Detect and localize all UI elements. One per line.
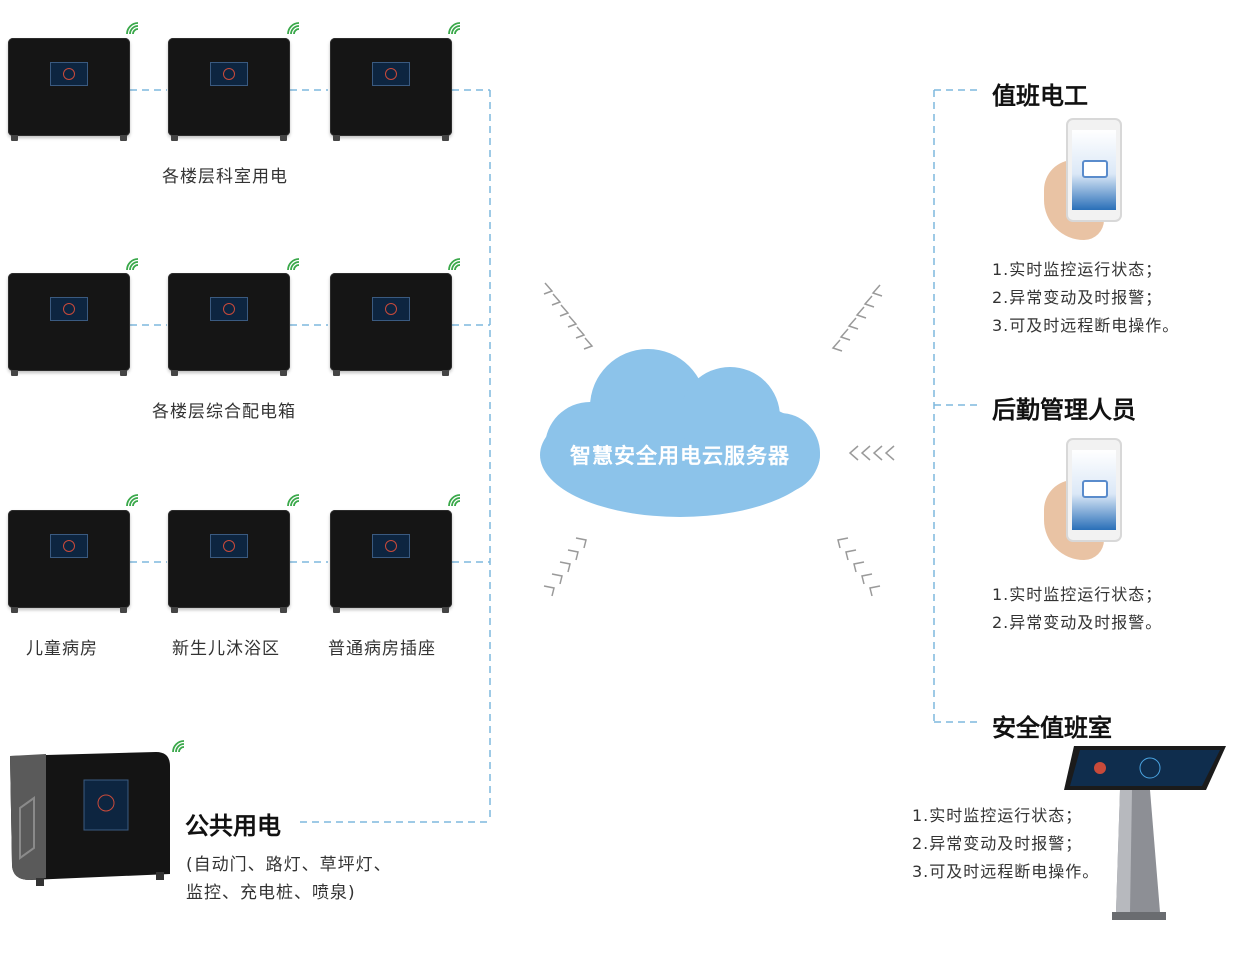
receiver-feature: 1.实时监控运行状态；	[912, 806, 1083, 825]
cloud-icon	[540, 349, 820, 517]
wifi-icon	[287, 22, 300, 35]
group-label-floor-distribution: 各楼层综合配电箱	[152, 402, 296, 422]
receiver-title-logistics-manager: 后勤管理人员	[992, 396, 1136, 424]
receiver-feature: 2.异常变动及时报警；	[912, 834, 1083, 853]
cabinet-screen	[210, 534, 248, 558]
cabinet-screen	[50, 62, 88, 86]
wifi-icon	[287, 494, 300, 507]
cabinet-r2-1	[8, 273, 130, 376]
wifi-icon	[126, 258, 139, 271]
wifi-icon	[126, 494, 139, 507]
label-general-ward-socket: 普通病房插座	[328, 639, 436, 659]
receiver-feature: 1.实时监控运行状态；	[992, 260, 1163, 279]
public-cabinet	[10, 752, 170, 886]
wifi-icon	[126, 22, 139, 35]
group-label-floor-dept: 各楼层科室用电	[162, 167, 288, 187]
cloud-label: 智慧安全用电云服务器	[570, 444, 790, 468]
cabinet-r2-2	[168, 273, 290, 376]
cabinet-screen	[372, 534, 410, 558]
receiver-title-security-room: 安全值班室	[992, 714, 1112, 742]
receiver-title-duty-electrician: 值班电工	[992, 82, 1088, 110]
wifi-icon	[287, 258, 300, 271]
cabinet-r2-3	[330, 273, 452, 376]
wifi-icon	[448, 22, 461, 35]
cabinet-screen	[50, 534, 88, 558]
wifi-icon	[448, 258, 461, 271]
cabinet-screen	[210, 297, 248, 321]
public-title: 公共用电	[185, 812, 281, 840]
receiver-feature: 2.异常变动及时报警；	[992, 288, 1163, 307]
receiver-feature: 3.可及时远程断电操作。	[912, 862, 1100, 881]
wifi-icon	[172, 740, 185, 753]
cabinet-screen	[50, 297, 88, 321]
public-desc-line2: 监控、充电桩、喷泉)	[186, 883, 356, 903]
cabinet-r1-3	[330, 38, 452, 141]
cabinet-r3-3	[330, 510, 452, 613]
label-children-ward: 儿童病房	[26, 639, 98, 659]
cabinet-r1-2	[168, 38, 290, 141]
cabinet-screen	[210, 62, 248, 86]
phone-icon	[1066, 438, 1122, 542]
cabinet-screen	[372, 62, 410, 86]
receiver-feature: 1.实时监控运行状态；	[992, 585, 1163, 604]
cabinet-r3-1	[8, 510, 130, 613]
cabinet-r3-2	[168, 510, 290, 613]
cabinet-screen	[372, 297, 410, 321]
phone-icon	[1066, 118, 1122, 222]
public-desc-line1: (自动门、路灯、草坪灯、	[186, 855, 392, 875]
wifi-icon	[448, 494, 461, 507]
receiver-feature: 3.可及时远程断电操作。	[992, 316, 1180, 335]
receiver-feature: 2.异常变动及时报警。	[992, 613, 1163, 632]
cabinet-r1-1	[8, 38, 130, 141]
touchscreen-kiosk-icon	[1064, 746, 1226, 920]
label-newborn-bath: 新生儿沐浴区	[172, 639, 280, 659]
